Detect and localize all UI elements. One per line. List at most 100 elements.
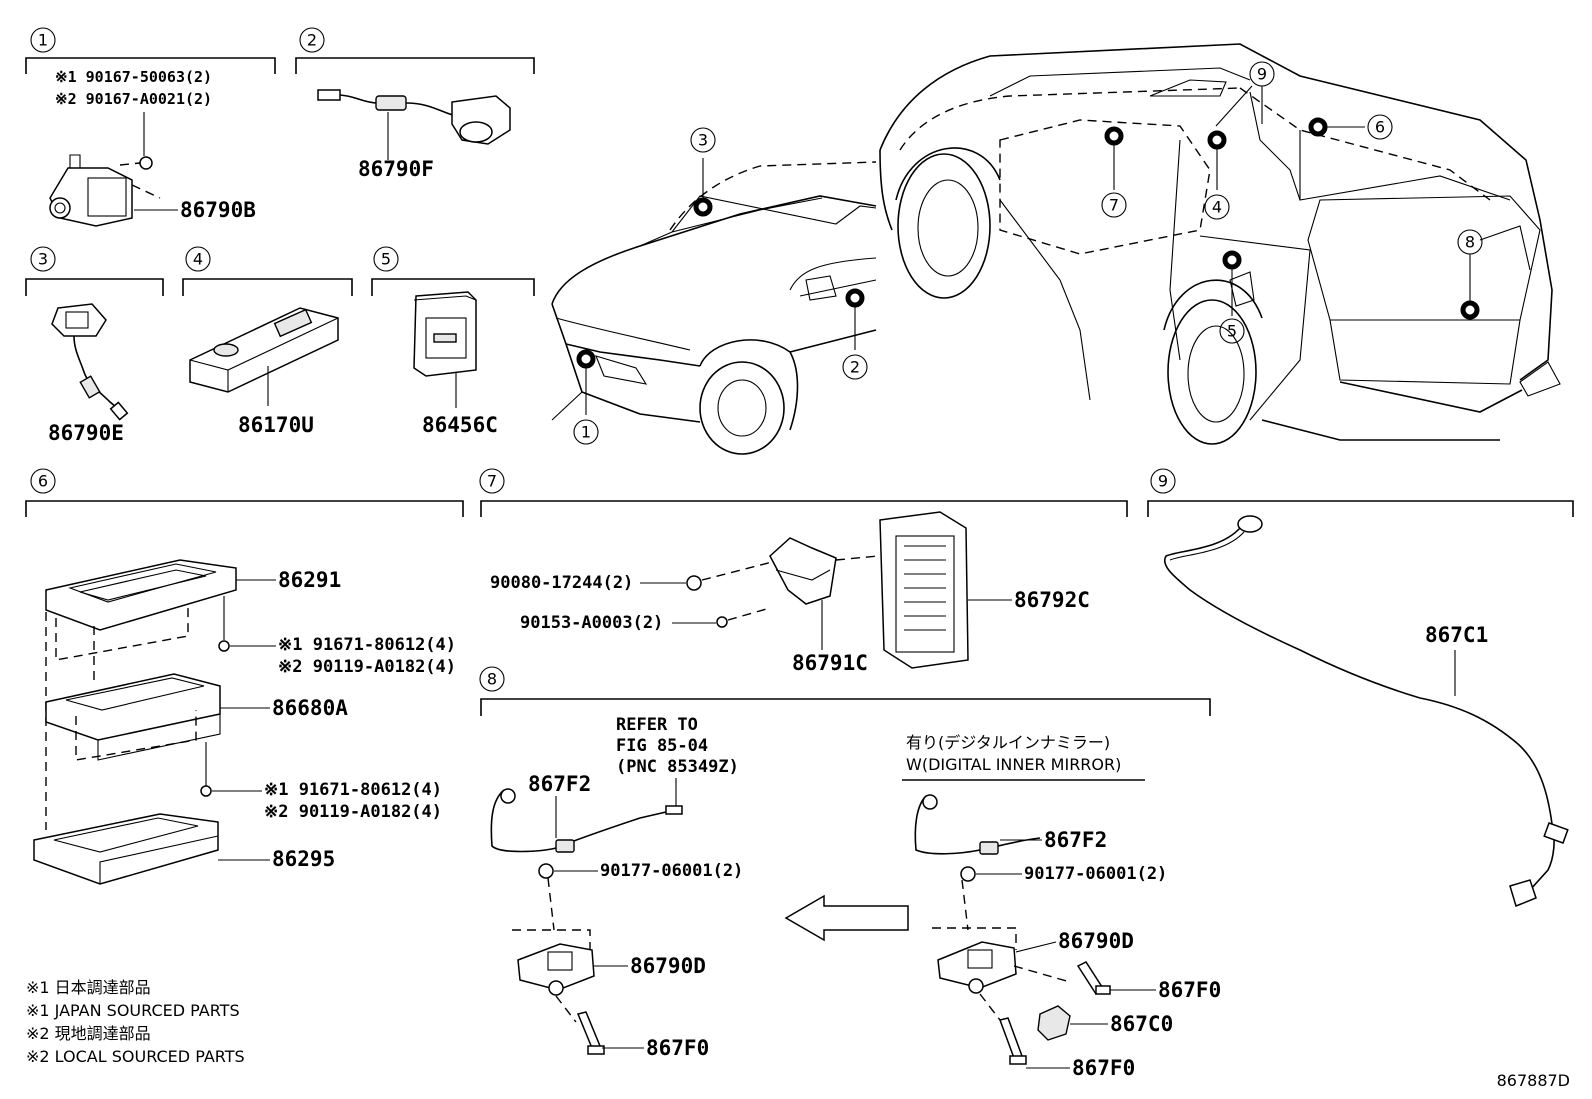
section-5-hdmi-module: 86456C (413, 291, 498, 437)
section-8-header: 8 (479, 666, 1211, 716)
section-8-right-assembly: 有り(デジタルインナミラー) W(DIGITAL INNER MIRROR) 8… (902, 733, 1221, 1080)
source-notes: ※1 日本調達部品 ※1 JAPAN SOURCED PARTS ※2 現地調達… (26, 978, 245, 1066)
right-867F0-bottom: 867F0 (1072, 1056, 1135, 1080)
front-camera-lens (49, 197, 71, 219)
left-pin-867F0 (576, 1011, 602, 1049)
section-6-rear-seat-display: 86291 ※1 91671-80612(4) ※2 90119-A0182(4… (33, 559, 456, 885)
section-7-nut: 90080-17244(2) (490, 573, 633, 593)
car-callout-1-number: 1 (581, 423, 591, 442)
part-86790E: 86790E (48, 421, 124, 445)
section-1-header: 1 (25, 27, 276, 74)
right-nut: 90177-06001(2) (1024, 864, 1167, 884)
side-camera-cable-sleeve (375, 95, 407, 111)
car-callout-5: 5 (1219, 250, 1245, 344)
right-pin-bottom-867F0 (999, 1017, 1023, 1059)
car-callout-4-number: 4 (1212, 198, 1222, 217)
bracket-86791C (769, 537, 837, 605)
part-86792C: 86792C (1014, 588, 1090, 612)
section-1-front-camera: ※1 90167-50063(2) ※2 90167-A0021(2) 8679… (49, 68, 256, 227)
car-callout-9: 9 (1215, 61, 1275, 127)
section-1-note-2: ※2 90167-A0021(2) (55, 90, 212, 108)
note-2: ※1 JAPAN SOURCED PARTS (26, 1001, 240, 1020)
section-4-header: 4 (182, 246, 353, 296)
cable-867C1-wire (1163, 527, 1553, 825)
right-867F0-top: 867F0 (1158, 978, 1221, 1002)
section-2-number: 2 (307, 31, 317, 50)
section-7-camera-module: 90080-17244(2) 90153-A0003(2) 86791C 867… (490, 511, 1090, 675)
car-callout-7: 7 (1101, 126, 1127, 218)
car-callout-2-number: 2 (850, 358, 860, 377)
section-3-header: 3 (25, 246, 164, 296)
section-5-number: 5 (381, 250, 391, 269)
remote-controller-body (189, 307, 339, 393)
diagram-code: 867887D (1497, 1071, 1570, 1090)
front-wheel (699, 361, 785, 455)
note-1: ※1 日本調達部品 (26, 978, 151, 997)
part-86680A: 86680A (272, 696, 348, 720)
part-86791C: 86791C (792, 651, 868, 675)
left-back-camera-86790D (517, 943, 595, 991)
left-867F2: 867F2 (528, 772, 591, 796)
section-7-header: 7 (479, 468, 1128, 517)
car-callout-1: 1 (573, 349, 599, 445)
section-9-header: 9 (1147, 468, 1574, 517)
part-86170U: 86170U (238, 413, 314, 437)
section-9-cable: 867C1 (1163, 515, 1569, 908)
refer-line-2: FIG 85-04 (616, 736, 708, 756)
car-callout-8: 8 (1457, 229, 1483, 320)
note-3: ※2 現地調達部品 (26, 1024, 151, 1043)
variant-jp: 有り(デジタルインナミラー) (906, 733, 1110, 752)
rear-car-illustration (879, 43, 1561, 445)
car-callout-8-number: 8 (1465, 233, 1475, 252)
rear-car-rear-wheel (1167, 299, 1257, 445)
left-867F0: 867F0 (646, 1036, 709, 1060)
right-back-camera-86790D (937, 941, 1017, 989)
section-4-remote-controller: 86170U (189, 307, 339, 437)
refer-line-1: REFER TO (616, 715, 698, 735)
left-nut: 90177-06001(2) (600, 861, 743, 881)
section-3-number: 3 (38, 250, 48, 269)
section-8-left-assembly: REFER TO FIG 85-04 (PNC 85349Z) 867F2 90… (490, 715, 743, 1060)
section-1-number: 1 (38, 31, 48, 50)
section-7-bolt: 90153-A0003(2) (520, 613, 663, 633)
section-6-screw-b-1: ※1 91671-80612(4) (264, 780, 442, 800)
part-86790B: 86790B (180, 198, 256, 222)
part-86790F: 86790F (358, 157, 434, 181)
right-867C0: 867C0 (1110, 1012, 1173, 1036)
refer-line-3: (PNC 85349Z) (616, 757, 739, 777)
car-callout-2: 2 (842, 288, 868, 380)
section-5-header: 5 (371, 246, 535, 296)
section-7-number: 7 (487, 472, 497, 491)
section-4-number: 4 (193, 250, 203, 269)
car-callout-4: 4 (1204, 130, 1230, 220)
part-86456C: 86456C (422, 413, 498, 437)
module-86792C (879, 511, 969, 669)
section-6-screw-a-1: ※1 91671-80612(4) (278, 635, 456, 655)
left-arrow-icon (784, 894, 909, 942)
car-callout-6-number: 6 (1375, 118, 1385, 137)
variant-en: W(DIGITAL INNER MIRROR) (906, 755, 1121, 774)
car-callout-3-number: 3 (698, 131, 708, 150)
car-callout-7-number: 7 (1109, 196, 1119, 215)
car-callout-5-number: 5 (1227, 322, 1237, 341)
section-6-screw-b-2: ※2 90119-A0182(4) (264, 802, 442, 822)
section-2-header: 2 (295, 27, 535, 74)
part-867C1: 867C1 (1425, 623, 1488, 647)
right-867F2: 867F2 (1044, 828, 1107, 852)
display-cover-86295 (33, 813, 219, 885)
left-86790D: 86790D (630, 954, 706, 978)
car-callout-9-number: 9 (1257, 65, 1267, 84)
note-4: ※2 LOCAL SOURCED PARTS (26, 1047, 245, 1066)
rear-car-front-wheel (897, 153, 991, 299)
car-callout-3: 3 (690, 127, 716, 217)
section-8-arrow (784, 894, 909, 942)
connector-867C0 (1037, 1005, 1071, 1041)
car-callout-6: 6 (1308, 114, 1393, 140)
section-9-number: 9 (1158, 472, 1168, 491)
section-1-note-1: ※1 90167-50063(2) (55, 68, 212, 86)
display-frame-86291 (45, 559, 237, 631)
part-86295: 86295 (272, 847, 335, 871)
part-86291: 86291 (278, 568, 341, 592)
section-6-header: 6 (25, 468, 464, 517)
